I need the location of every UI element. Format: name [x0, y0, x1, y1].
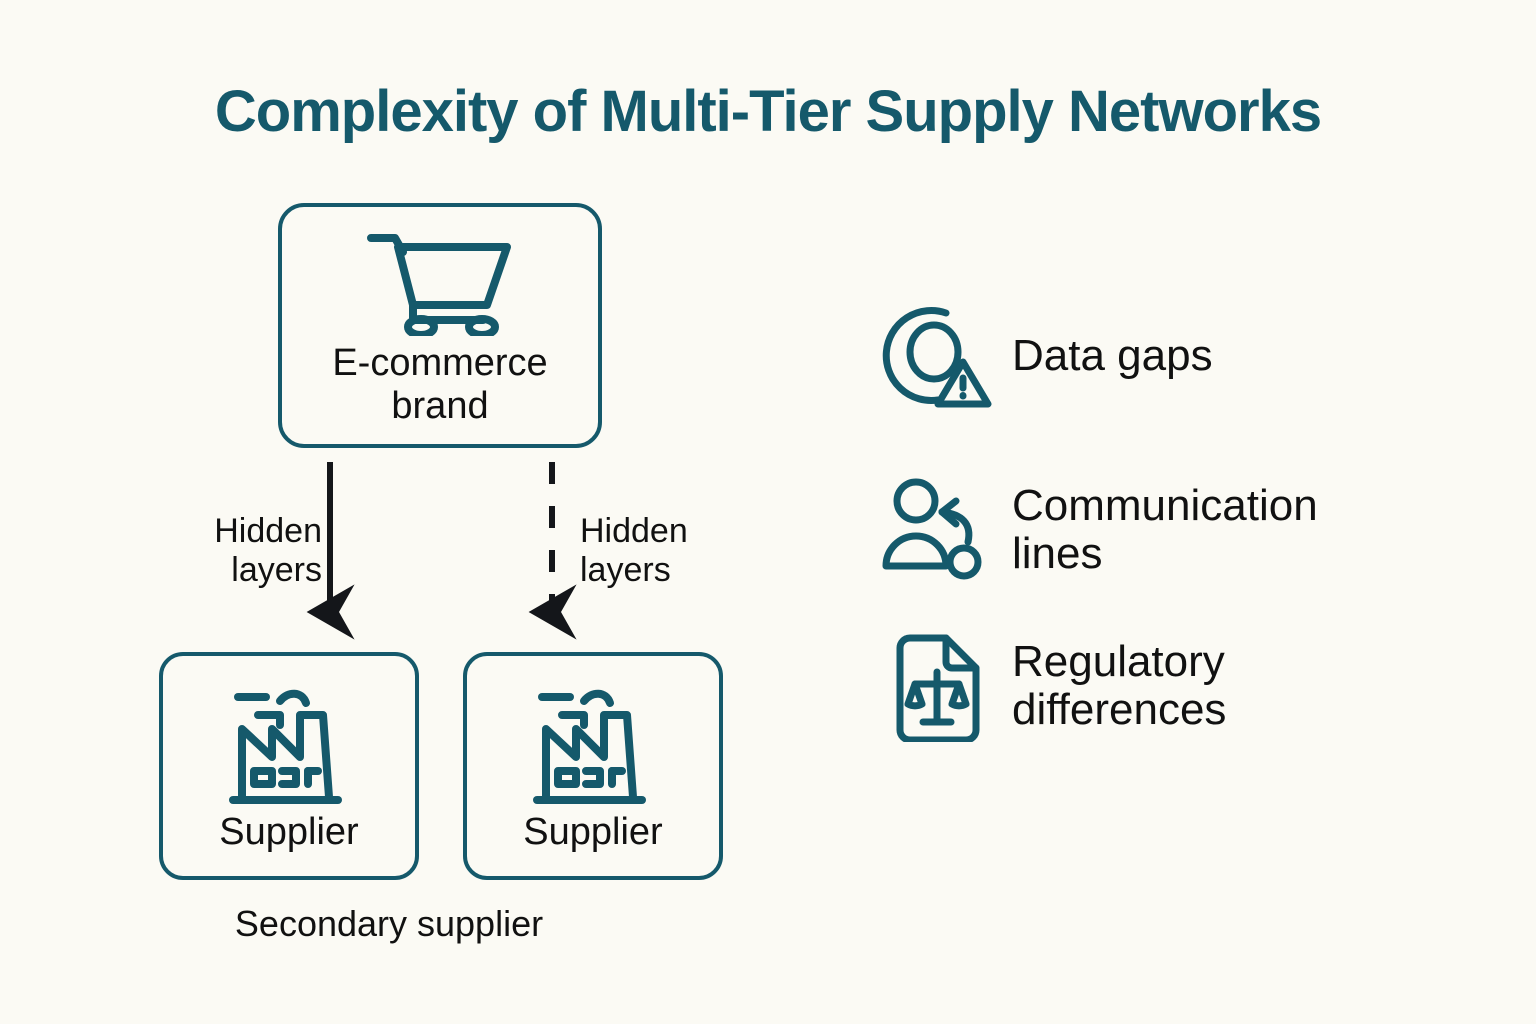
node-ecommerce-brand[interactable]: E-commerce brand	[278, 203, 602, 448]
node-label-supplier-2: Supplier	[523, 810, 663, 853]
node-label-ecommerce-brand: E-commerce brand	[332, 341, 548, 427]
challenge-item-data-gaps[interactable]: Data gaps	[880, 300, 1500, 412]
communication-lines-icon	[880, 474, 992, 586]
data-gaps-icon	[880, 300, 992, 412]
node-label-supplier-1: Supplier	[219, 810, 359, 853]
challenge-label-data-gaps: Data gaps	[1012, 330, 1213, 380]
challenge-item-communication-lines[interactable]: Communication lines	[880, 474, 1500, 586]
challenge-label-communication-lines: Communication lines	[1012, 480, 1318, 578]
edge-label-hidden-layers-2: Hidden layers	[580, 512, 688, 590]
regulatory-differences-icon	[880, 630, 992, 742]
challenge-item-regulatory-differences[interactable]: Regulatory differences	[880, 630, 1500, 742]
shopping-cart-icon	[365, 224, 515, 339]
node-supplier-1[interactable]: Supplier	[159, 652, 419, 880]
page-title: Complexity of Multi-Tier Supply Networks	[214, 79, 1322, 144]
factory-icon	[224, 679, 354, 809]
node-supplier-2[interactable]: Supplier	[463, 652, 723, 880]
edge-label-hidden-layers-1: Hidden layers	[214, 512, 322, 590]
challenge-list: Data gaps Communication lines	[880, 300, 1500, 788]
factory-icon	[528, 679, 658, 809]
secondary-supplier-caption: Secondary supplier	[234, 903, 544, 944]
challenge-label-regulatory-differences: Regulatory differences	[1012, 636, 1227, 734]
